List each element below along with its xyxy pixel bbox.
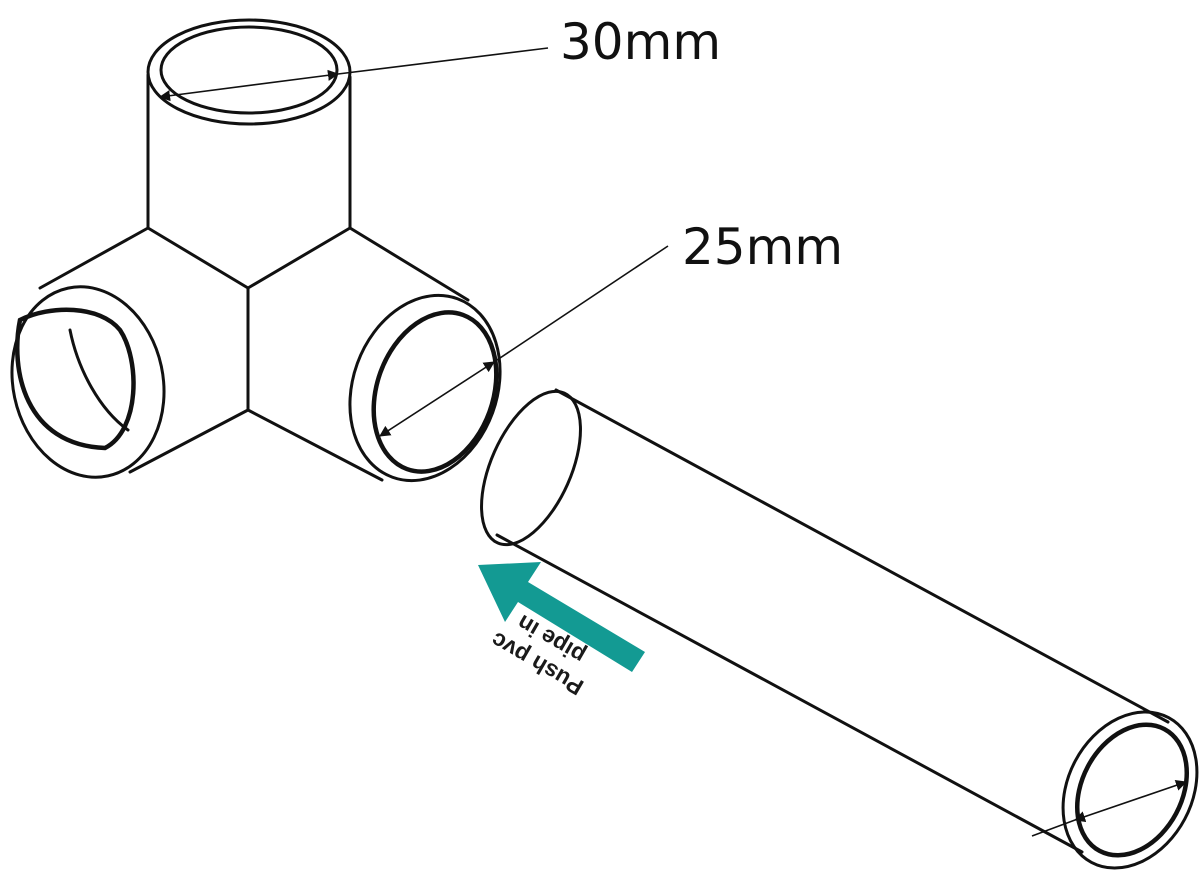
right-socket-inner-rim [371,310,499,474]
pvc-pipe [480,388,1199,870]
pipe-dimension-line [1073,779,1188,823]
left-socket-rim [10,285,166,479]
dimension-side: 25mm [379,218,843,437]
side-diameter-label: 25mm [682,218,843,276]
top-socket-body [146,73,352,230]
pipe-leader-line [1031,819,1076,837]
dimension-line-top [158,69,340,102]
push-instruction: Push pvc pipe in [478,562,645,701]
push-arrow [478,562,645,672]
top-socket-rim [146,18,352,126]
top-socket-inner-rim [159,25,339,115]
left-socket-inner-curve [68,328,130,432]
leader-line-top [337,47,549,75]
dimension-line-side [379,361,495,437]
pipe-body-edges [495,388,1170,854]
dimension-top: 30mm [158,13,721,102]
pipe-near-end-rim [1061,710,1199,870]
fitting-body-edges [38,226,470,482]
leader-line-side [493,245,669,363]
three-way-elbow-fitting [10,18,502,483]
top-diameter-label: 30mm [560,13,721,71]
left-socket-inner [15,307,136,451]
